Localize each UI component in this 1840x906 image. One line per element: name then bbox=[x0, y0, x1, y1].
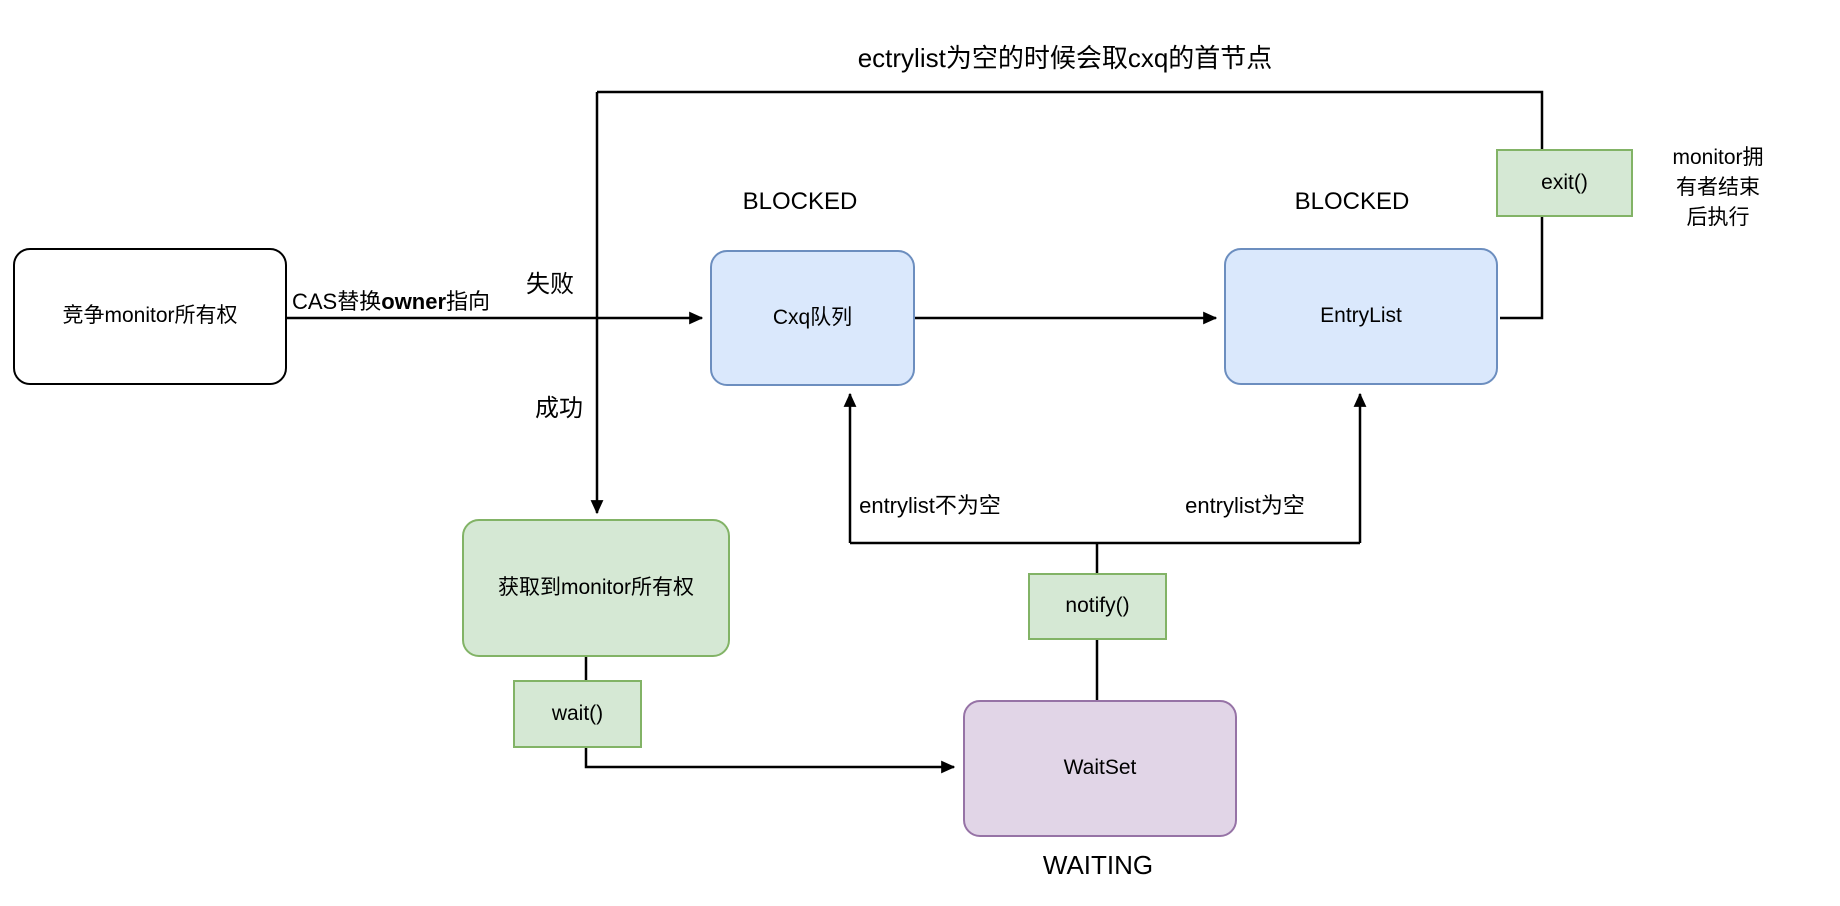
waiting-state-label: WAITING bbox=[1042, 850, 1154, 880]
cas-prefix-text: CAS替换 bbox=[292, 289, 382, 314]
cxq-queue-label: Cxq队列 bbox=[772, 305, 853, 329]
notify-label: notify() bbox=[1065, 594, 1130, 618]
exit-note-line-2: 有者结束 bbox=[1676, 176, 1760, 199]
wait-label: wait() bbox=[551, 701, 604, 725]
edge-wait-to-waitset-arrow bbox=[584, 748, 956, 774]
wait-node: wait() bbox=[513, 680, 642, 748]
exit-node: exit() bbox=[1496, 149, 1633, 217]
entrylist-empty-label: entrylist为空 bbox=[1185, 493, 1305, 518]
cxq-queue-node: Cxq队列 bbox=[710, 250, 915, 386]
acquired-monitor-label: 获取到monitor所有权 bbox=[497, 575, 695, 599]
waitset-label: WaitSet bbox=[1063, 756, 1137, 780]
entrylist-label: EntryList bbox=[1320, 304, 1402, 328]
cas-edge-label: CAS替换owner指向 bbox=[292, 284, 490, 316]
cas-owner-text: owner bbox=[381, 289, 447, 314]
blocked-state-label-cxq: BLOCKED bbox=[742, 188, 858, 215]
acquired-monitor-node: 获取到monitor所有权 bbox=[462, 519, 730, 657]
entrylist-not-empty-label: entrylist不为空 bbox=[859, 493, 1001, 518]
exit-note-line-1: monitor拥 bbox=[1672, 146, 1764, 169]
entrylist-node: EntryList bbox=[1224, 248, 1498, 385]
top-note-label: ectrylist为空的时候会取cxq的首节点 bbox=[857, 43, 1273, 73]
success-edge-label: 成功 bbox=[535, 395, 583, 422]
compete-monitor-node: 竞争monitor所有权 bbox=[13, 248, 287, 385]
fail-edge-label: 失败 bbox=[526, 271, 574, 298]
cas-suffix-text: 指向 bbox=[446, 289, 491, 314]
waitset-node: WaitSet bbox=[963, 700, 1237, 837]
exit-note-label: monitor拥 有者结束 后执行 bbox=[1672, 143, 1763, 233]
compete-monitor-label: 竞争monitor所有权 bbox=[62, 304, 238, 328]
exit-label: exit() bbox=[1541, 170, 1588, 194]
blocked-state-label-entrylist: BLOCKED bbox=[1294, 188, 1410, 215]
notify-node: notify() bbox=[1028, 573, 1167, 640]
exit-note-line-3: 后执行 bbox=[1686, 206, 1750, 229]
